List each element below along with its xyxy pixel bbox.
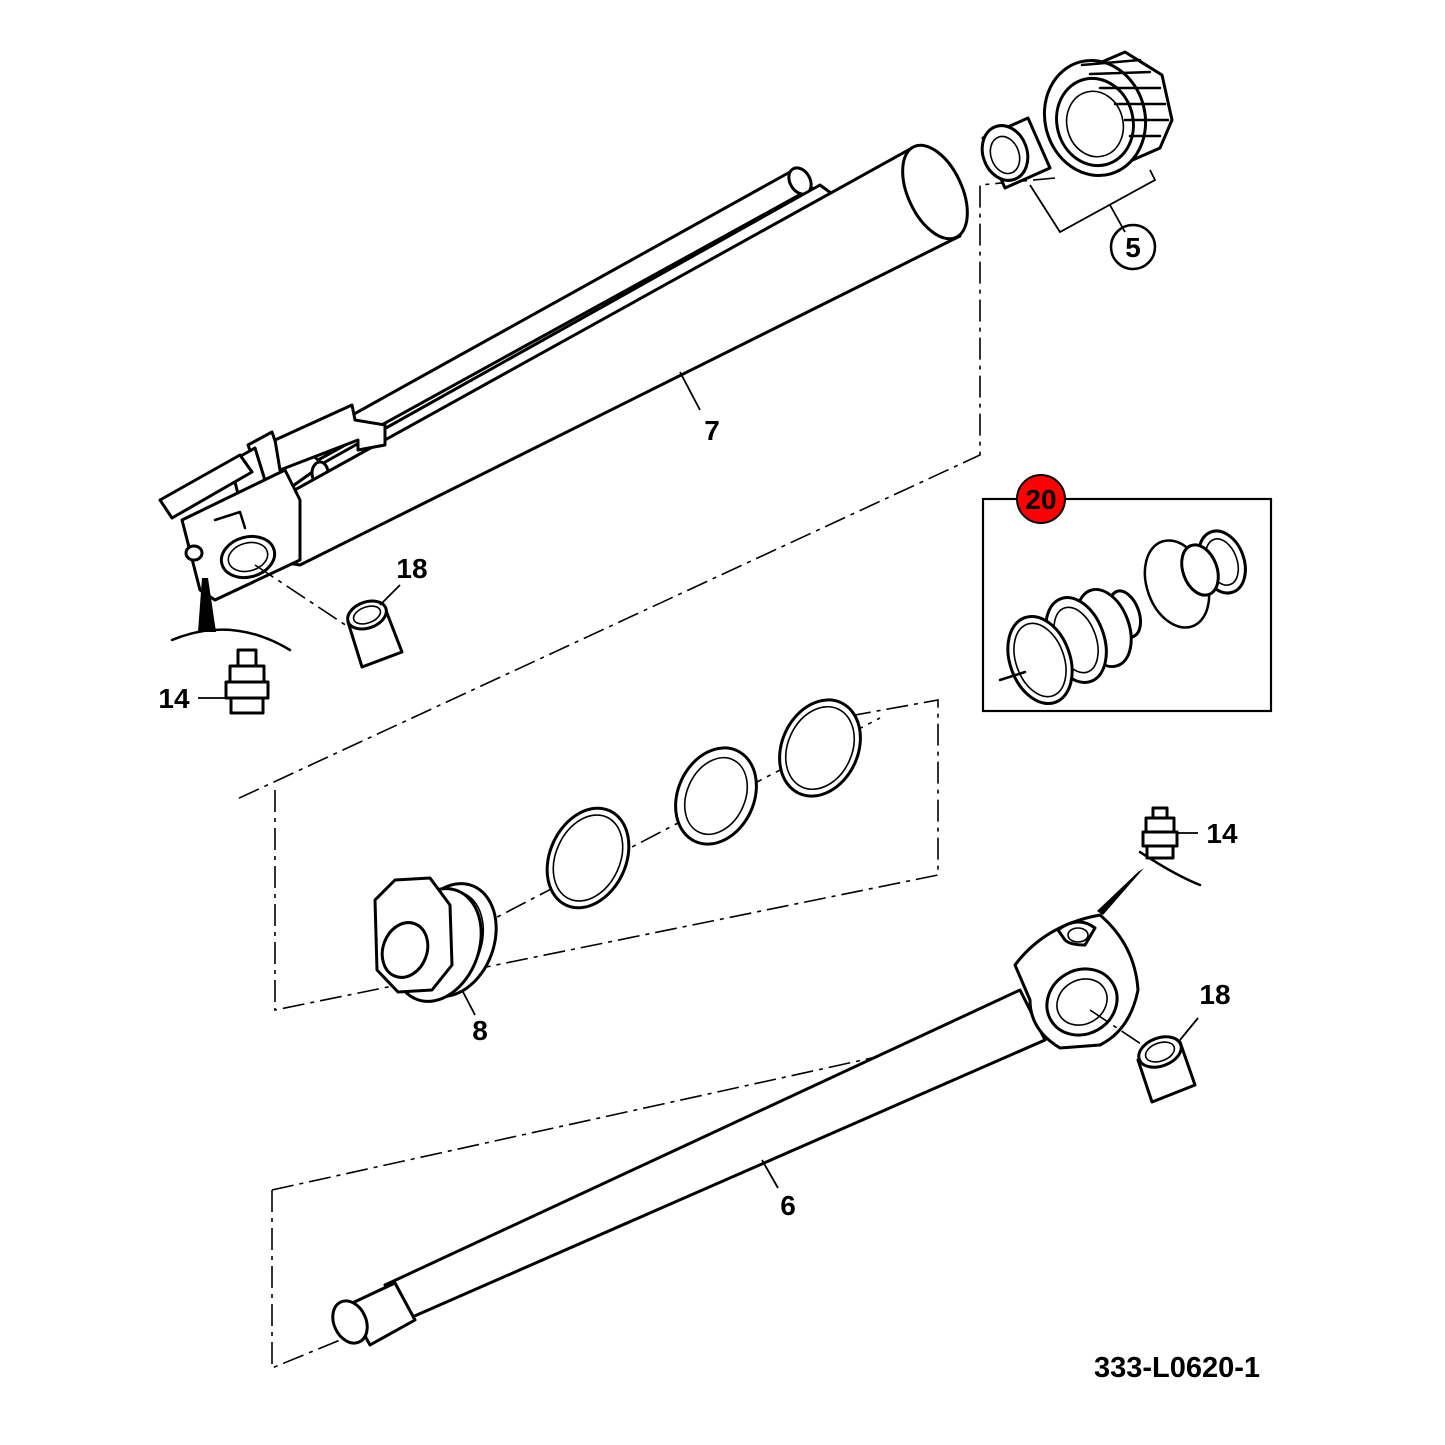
callout-18-lower: 18 bbox=[1199, 979, 1230, 1010]
grease-nipple-part-14-upper bbox=[170, 578, 292, 715]
callout-8: 8 bbox=[472, 1015, 488, 1046]
callout-14-lower: 14 bbox=[1206, 818, 1238, 849]
highlight-badge bbox=[1016, 474, 1066, 524]
piston-rod-part-6 bbox=[331, 913, 1140, 1347]
callout-7: 7 bbox=[704, 415, 720, 446]
bushing-part-18-lower bbox=[1089, 1009, 1199, 1104]
cylinder-barrel-part-7 bbox=[158, 143, 969, 602]
seal-kit-part-20 bbox=[981, 474, 1273, 713]
end-cap-part-5 bbox=[980, 50, 1174, 271]
callout-14-upper: 14 bbox=[158, 683, 190, 714]
leader-7 bbox=[679, 371, 701, 411]
callout-6: 6 bbox=[780, 1190, 796, 1221]
piston-part-8 bbox=[373, 876, 498, 1016]
bushing-part-18-upper bbox=[254, 564, 404, 669]
callout-20: 20 bbox=[1025, 484, 1056, 515]
callout-18-upper: 18 bbox=[396, 553, 427, 584]
callout-5: 5 bbox=[1125, 232, 1141, 263]
drawing-code: 333-L0620-1 bbox=[1094, 1352, 1260, 1384]
grease-nipple-part-14-lower bbox=[1097, 806, 1202, 915]
